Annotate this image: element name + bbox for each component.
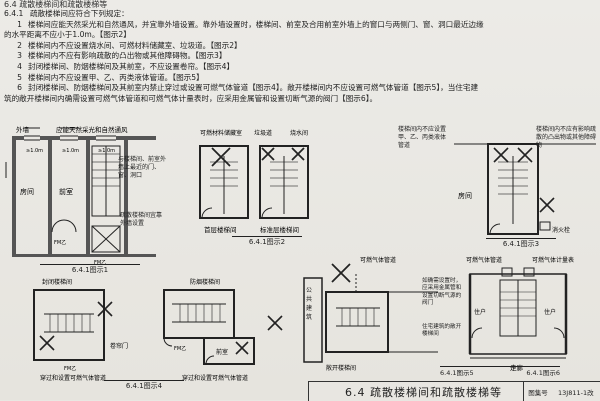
- fig4-caption: 6.4.1图示4: [104, 380, 184, 391]
- fig6-residence-b: 住户: [544, 308, 556, 316]
- fig2-combustible-store: 可燃材料储藏室: [200, 129, 242, 137]
- fig4-smokeproof-stair: 防烟楼梯间: [190, 278, 220, 286]
- fig6-note-valve: 如确需设置时，应采用金属管和设置切断气源的阀门: [422, 278, 462, 307]
- fig4-fm-b: FM乙: [174, 345, 186, 352]
- figure-1: 外墙 应能天然采光和自然通风 房间 前室 ≥1.0m ≥1.0m ≥1.0m F…: [5, 125, 156, 266]
- fig1-exterior-wall: 外墙: [16, 125, 30, 134]
- fig1-room-left: 房间: [20, 187, 34, 196]
- fig5-fig6-captions: 6.4.1图示5 6.4.1图示6: [440, 366, 560, 377]
- fig3-room: 房间: [458, 191, 472, 200]
- fig4-enclosed-stair: 封闭楼梯间: [42, 278, 72, 286]
- fig1-dim3: ≥1.0m: [98, 148, 115, 154]
- fig5-open-stair: 敞开楼梯间: [326, 364, 356, 372]
- clause-item: 筑的敞开楼梯间内确需设置可燃气体管道和可燃气体计量表时，应采用金属管和设置切断气…: [4, 93, 378, 103]
- clause-item: 的水平距离不应小于1.0m。【图示2】: [4, 30, 131, 40]
- fig1-note-distance: 与楼梯间、前室外墙上最近的门、窗、洞口: [118, 156, 167, 179]
- title-block: 6.4 疏散楼梯间和疏散楼梯等 图集号 13J811-1改: [308, 381, 600, 401]
- atlas-code: 13J811-1改: [558, 388, 594, 397]
- fig2-garbage-chute: 垃圾道: [254, 129, 272, 137]
- fig4-fm-a: FM乙: [64, 365, 76, 372]
- fig3-no-liquid-pipe: 楼梯间内不应设置甲、乙、丙类液体管道: [398, 126, 447, 149]
- fig3-hydrant: 消火栓: [552, 226, 570, 234]
- fig2-caption: 6.4.1图示2: [232, 236, 302, 247]
- fig6-corridor: 走廊: [510, 363, 524, 372]
- fig5-caption: 6.4.1图示5: [440, 369, 474, 377]
- fig4-front-room: 前室: [216, 348, 228, 356]
- fig6-caption: 6.4.1图示6: [526, 369, 560, 377]
- title-block-title: 6.4 疏散楼梯间和疏散楼梯等: [345, 385, 502, 399]
- fig1-fm-b: FM乙: [94, 259, 106, 266]
- fig1-stair-light: 应能天然采光和自然通风: [56, 125, 128, 134]
- figure-5: 可燃气体管道 敞开楼梯间: [303, 256, 438, 372]
- fig2-standard-floor: 标准层楼梯间: [260, 225, 299, 234]
- fig1-dim1: ≥1.0m: [26, 148, 43, 154]
- fig1-dim2: ≥1.0m: [62, 148, 79, 154]
- fig4-rolling-shutter: 卷帘门: [110, 342, 128, 350]
- fig2-first-floor: 首层楼梯间: [204, 225, 237, 234]
- fig4-pipe-through-b: 穿过和设置可燃气体管道: [182, 374, 248, 382]
- fig1-note-exterior: 疏散楼梯间宜靠外墙设置: [120, 212, 163, 227]
- fig4-pipe-through-a: 穿过和设置可燃气体管道: [40, 374, 106, 382]
- fig1-room-mid: 前室: [59, 187, 73, 196]
- fig6-gas-pipe: 可燃气体管道: [466, 256, 502, 264]
- fig6-gas-meter: 可燃气体计量表: [532, 256, 574, 264]
- fig2-boiling-room: 烧水间: [290, 129, 308, 137]
- fig3-caption: 6.4.1图示3: [486, 238, 556, 249]
- fig6-note-residential: 住宅建筑的敞开楼梯间: [422, 324, 462, 338]
- figure-2: 可燃材料储藏室 垃圾道 烧水间 首层楼梯间 标准层楼梯间: [199, 129, 309, 234]
- fig5-public-building: 公共建筑: [306, 287, 313, 321]
- section-header: 6.4 疏散楼梯间和疏散楼梯等: [4, 0, 108, 9]
- fig5-gas-pipe: 可燃气体管道: [360, 256, 396, 264]
- atlas-label: 图集号: [523, 382, 552, 401]
- fig6-residence-a: 住户: [474, 308, 486, 316]
- figure-6: 可燃气体管道 可燃气体计量表 住户 住户 走廊: [466, 256, 574, 372]
- fig1-caption: 6.4.1图示1: [40, 264, 140, 275]
- figure-4: 封闭楼梯间 防烟楼梯间 卷帘门 前室 FM乙 FM乙 穿过和设置可燃气体管道 穿…: [33, 278, 283, 382]
- fig3-no-obstacle: 楼梯间内不应有影响疏散的凸出物或其他障碍物: [536, 126, 597, 149]
- figure-3: 房间 消火栓: [454, 143, 596, 235]
- fig1-fm-a: FM乙: [54, 239, 66, 246]
